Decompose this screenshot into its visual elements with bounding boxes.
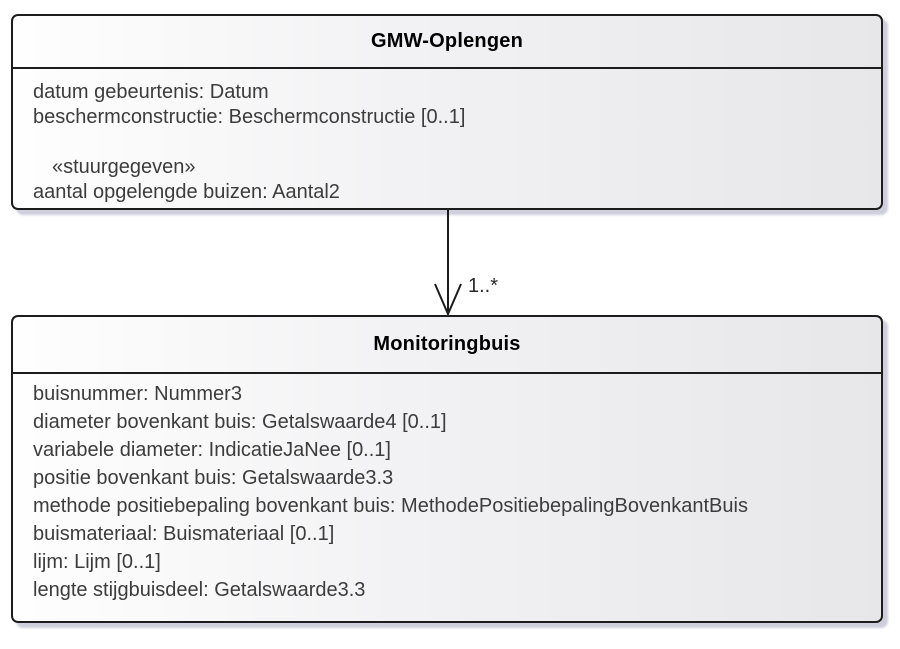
class-header: GMW-Oplengen [13,16,881,69]
attribute-line: lengte stijgbuisdeel: Getalswaarde3.3 [33,579,366,601]
multiplicity-label: 1..* [468,275,499,297]
attribute-line: positie bovenkant buis: Getalswaarde3.3 [33,467,394,489]
attribute-line: beschermconstructie: Beschermconstructie… [33,106,466,128]
attribute-line: methode positiebepaling bovenkant buis: … [33,495,748,517]
attribute-line: variabele diameter: IndicatieJaNee [0..1… [33,439,391,461]
class-header: Monitoringbuis [13,317,881,374]
stereotype-label: «stuurgegeven» [52,156,196,178]
open-arrowhead-icon [434,283,462,316]
attribute-line: diameter bovenkant buis: Getalswaarde4 [… [33,411,447,433]
class-name: GMW-Oplengen [371,30,523,52]
attribute-line: aantal opgelengde buizen: Aantal2 [33,181,340,203]
class-box-monitoringbuis[interactable]: Monitoringbuis buisnummer: Nummer3 diame… [11,315,883,623]
class-name: Monitoringbuis [373,333,521,355]
attribute-line: buismateriaal: Buismateriaal [0..1] [33,523,335,545]
attribute-line: datum gebeurtenis: Datum [33,81,269,103]
attribute-line: buisnummer: Nummer3 [33,383,242,405]
attributes-compartment: datum gebeurtenis: Datum beschermconstru… [13,69,881,205]
attributes-compartment: buisnummer: Nummer3 diameter bovenkant b… [13,374,881,604]
association-connector[interactable] [428,208,488,316]
attribute-line: lijm: Lijm [0..1] [33,551,161,573]
class-box-gmw-oplengen[interactable]: GMW-Oplengen datum gebeurtenis: Datum be… [11,14,883,210]
